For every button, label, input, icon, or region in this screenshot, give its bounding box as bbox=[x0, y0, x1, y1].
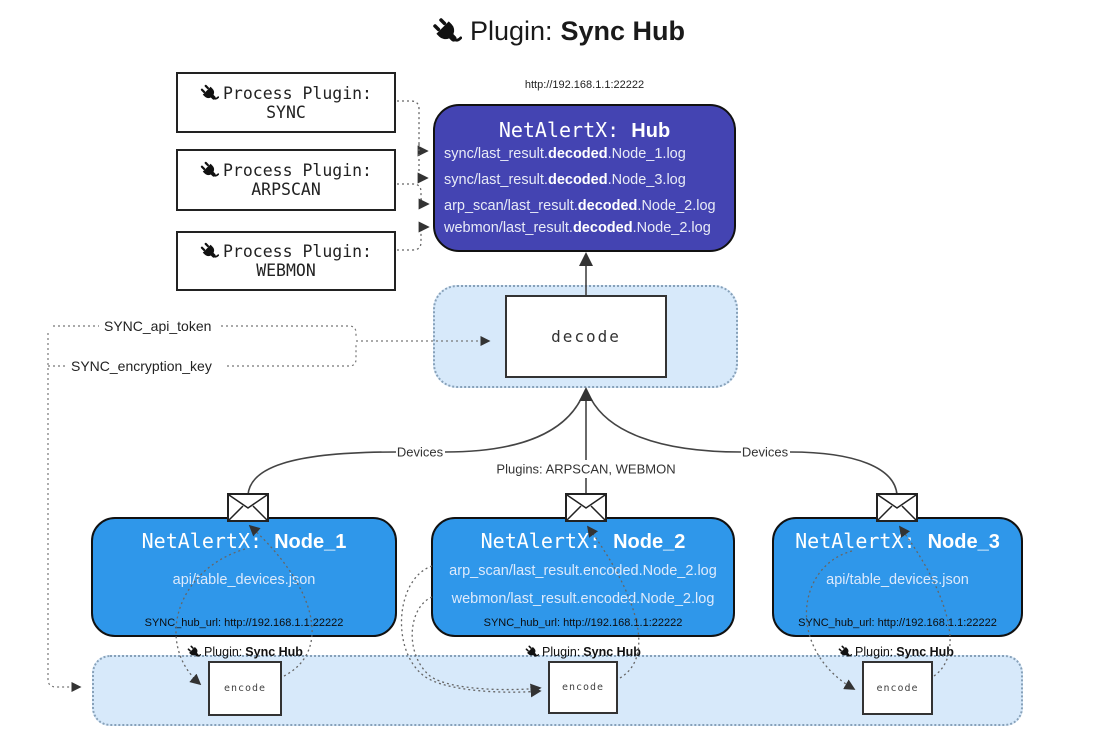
setting-sync-encryption-key: SYNC_encryption_key bbox=[68, 358, 215, 374]
diagram-title: Plugin: Sync Hub bbox=[0, 16, 1117, 47]
encode-box: encode bbox=[862, 661, 933, 715]
node-hub-url: SYNC_hub_url: http://192.168.1.1:22222 bbox=[798, 617, 997, 629]
process-plugin-label: Process Plugin: bbox=[222, 83, 372, 103]
plug-icon bbox=[525, 645, 540, 659]
hub-log-entry: webmon/last_result.decoded.Node_2.log bbox=[444, 220, 711, 236]
encode-plugin-label: Plugin:Sync Hub bbox=[525, 645, 641, 659]
hub-log-entry: sync/last_result.decoded.Node_3.log bbox=[444, 172, 686, 188]
process-plugin-label: Process Plugin: bbox=[222, 161, 372, 180]
title-name: Sync Hub bbox=[560, 16, 686, 46]
edge-label-devices-right: Devices bbox=[738, 444, 792, 460]
encode-plugin-label: Plugin:Sync Hub bbox=[838, 645, 954, 659]
node-3-box: NetAlertX: Node_3 api/table_devices.json… bbox=[772, 517, 1023, 637]
encode-box: encode bbox=[548, 661, 618, 714]
title-label: Plugin: bbox=[469, 16, 553, 46]
node-1-box: NetAlertX: Node_1 api/table_devices.json… bbox=[91, 517, 397, 637]
process-plugin-name: SYNC bbox=[266, 102, 306, 122]
hub-url: http://192.168.1.1:22222 bbox=[524, 79, 645, 91]
encode-box: encode bbox=[208, 661, 282, 716]
node-file: api/table_devices.json bbox=[172, 572, 316, 588]
node-hub-url: SYNC_hub_url: http://192.168.1.1:22222 bbox=[144, 617, 344, 629]
edge-label-devices-left: Devices bbox=[393, 444, 447, 460]
node-2-box: NetAlertX: Node_2 arp_scan/last_result.e… bbox=[431, 517, 735, 637]
plug-icon bbox=[431, 16, 462, 47]
plug-icon bbox=[187, 645, 202, 659]
node-hub-url: SYNC_hub_url: http://192.168.1.1:22222 bbox=[483, 617, 683, 629]
node-title: NetAlertX: Node_1 bbox=[141, 529, 347, 553]
decode-box: decode bbox=[505, 295, 667, 378]
setting-sync-api-token: SYNC_api_token bbox=[101, 318, 215, 334]
encode-plugin-label: Plugin:Sync Hub bbox=[187, 645, 303, 659]
hub-title: NetAlertX: Hub bbox=[498, 118, 671, 142]
arrow-into-decode bbox=[579, 387, 593, 401]
process-plugin-box-webmon: Process Plugin: WEBMON bbox=[176, 231, 396, 291]
process-plugin-name: WEBMON bbox=[256, 261, 316, 280]
edge-label-plugins: Plugins: ARPSCAN, WEBMON bbox=[493, 461, 679, 477]
node-title: NetAlertX: Node_2 bbox=[480, 529, 686, 553]
node-file: webmon/last_result.encoded.Node_2.log bbox=[451, 591, 715, 607]
arrow-into-hub bbox=[579, 252, 593, 266]
node-file: api/table_devices.json bbox=[826, 572, 969, 588]
process-plugin-label: Process Plugin: bbox=[222, 242, 372, 261]
plug-icon bbox=[199, 242, 219, 261]
hub-log-entry: sync/last_result.decoded.Node_1.log bbox=[444, 146, 686, 162]
plugin-to-hub-links bbox=[397, 100, 430, 251]
plug-icon bbox=[199, 161, 219, 180]
plug-icon bbox=[199, 83, 219, 103]
process-plugin-name: ARPSCAN bbox=[251, 180, 321, 199]
node-title: NetAlertX: Node_3 bbox=[795, 529, 1000, 553]
node-file: arp_scan/last_result.encoded.Node_2.log bbox=[449, 563, 717, 579]
hub-log-entry: arp_scan/last_result.decoded.Node_2.log bbox=[444, 198, 716, 214]
plug-icon bbox=[838, 645, 853, 659]
process-plugin-box-sync: Process Plugin: SYNC bbox=[176, 72, 396, 133]
process-plugin-box-arpscan: Process Plugin: ARPSCAN bbox=[176, 149, 396, 211]
hub-box: NetAlertX: Hub sync/last_result.decoded.… bbox=[433, 104, 736, 252]
